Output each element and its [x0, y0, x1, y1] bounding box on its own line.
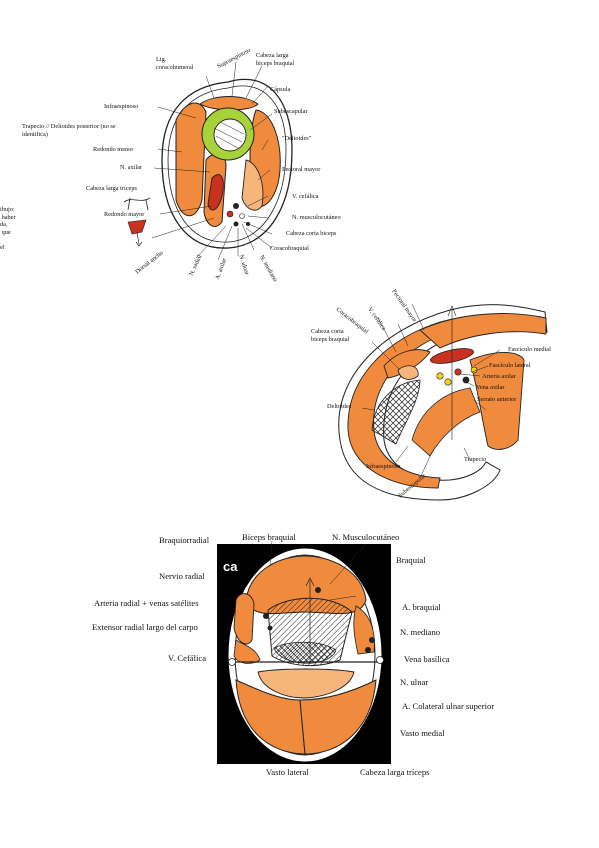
- fig2-label-arteria-axilar: Arteria axilar: [482, 373, 516, 380]
- fig3-overlay-text: ca: [223, 559, 238, 574]
- fig1-label-n-musculocutaneo: N. musculocutáneo: [292, 214, 341, 221]
- fig3-label-v-cefalica: V. Cefálica: [168, 653, 207, 663]
- fig3-label-braquial: Braquial: [396, 555, 426, 565]
- fig3-extensor: [233, 639, 261, 664]
- fig3-label-n-musculocutaneo: N. Musculocutáneo: [332, 532, 400, 542]
- fig1-vessel: [233, 203, 239, 209]
- fig1-vessel: [226, 210, 234, 218]
- fig2-label-fasciculo-lateral: Fascículo lateral: [489, 362, 531, 369]
- fig2-label-deltoides: Deltoides: [327, 403, 352, 410]
- fig3-label-vasto-lateral: Vasto lateral: [266, 767, 309, 777]
- fig3-label-biceps-braquial: Bíceps braquial: [242, 532, 296, 542]
- fig1-vessel: [246, 222, 250, 226]
- fig3-label-extensor-radial: Extensor radial largo del carpo: [92, 622, 198, 632]
- fig1-label-subescapular: Subescapular: [274, 108, 308, 115]
- fig1-label-cabeza-larga-triceps: Cabeza larga tríceps: [86, 185, 137, 192]
- fig1-left-fragment: ibujo: haber da, que el: [0, 206, 16, 251]
- fig1-vessel: [233, 221, 239, 227]
- fig2-nerve: [436, 372, 444, 380]
- fig1-label-lig-coracohumeral: Lig. coracohumeral: [156, 56, 194, 71]
- fig3-label-arteria-radial: Arteria radial + venas satélites: [94, 598, 199, 608]
- fig2-nerve: [470, 366, 478, 374]
- fig3-label-n-ulnar: N. ulnar: [400, 677, 429, 687]
- fig1-redondo-sketch: [127, 219, 147, 235]
- fig2-biceps-short: [397, 365, 419, 380]
- fig2-scapula: [371, 379, 421, 445]
- fig3-brachioradialis: [233, 593, 255, 645]
- fig2-nerve: [444, 378, 452, 386]
- fig1-label-infraespinoso: Infraespinoso: [104, 103, 139, 110]
- fig2-coracobraquial: [383, 349, 431, 379]
- fig2-label-serrato-anterior: Serrato anterior: [477, 396, 517, 403]
- fig2-label-fasciculo-medial: Fascículo medial: [508, 346, 551, 353]
- fig1-pectoral: [241, 159, 264, 211]
- fig3-label-cabeza-larga-triceps: Cabeza larga tríceps: [360, 767, 430, 777]
- fig1-vessel: [239, 213, 245, 219]
- fig2-serrato: [469, 352, 525, 450]
- fig3-right-compartment: [353, 605, 375, 655]
- fig2-label-trapecio: Trapecio: [464, 456, 487, 463]
- fig2-pectoral: [419, 313, 547, 349]
- fig1-label-capsula: Cápsula: [270, 86, 291, 93]
- fig1-label-coracobraquial: Coracobraquial: [270, 245, 309, 252]
- fig2-label-infraespinoso: Infraespinoso: [366, 463, 401, 470]
- fig3-humerus: [273, 641, 337, 664]
- fig1-label-deltoides: "Deltoides": [282, 135, 312, 142]
- fig1-label-cabeza-corta-biceps: Cabeza corta biceps: [286, 230, 337, 237]
- fig3-label-vasto-medial: Vasto medial: [400, 728, 445, 738]
- fig2-subescapular: [411, 387, 481, 457]
- fig2-artery: [454, 368, 462, 376]
- fig3-label-a-colateral: A. Colateral ulnar superior: [402, 701, 495, 711]
- fig1-label-n-axilar: N. axilar: [120, 164, 143, 171]
- fig1-inner-skin: [167, 85, 287, 243]
- fig1-muscle-top: [199, 96, 259, 111]
- fig3-label-braquiorradial: Braquiorradial: [159, 535, 210, 545]
- fig1-label-redondo-menor: Redondo menor: [93, 146, 134, 153]
- fig1-label-trapecio-deltoides: Trapecio // Deltoides posterior (no se i…: [22, 123, 116, 138]
- fig3-basilic-vein: [376, 656, 384, 664]
- fig2-vein: [462, 376, 470, 384]
- fig1-label-cabeza-larga-biceps: Cabeza larga biceps braquial: [256, 52, 295, 67]
- fig3-label-nervio-radial: Nervio radial: [159, 571, 205, 581]
- fig3-label-vena-basilica: Vena basílica: [404, 654, 450, 664]
- fig3-cephalic-vein: [228, 658, 236, 666]
- fig1-label-pectoral-mayor: Pectoral mayor: [282, 166, 321, 173]
- fig1-label-redondo-mayor: Redondo mayor: [104, 211, 145, 218]
- fig2-label-vena-axilar: Vena axilar: [476, 384, 505, 391]
- fig1-humeral-bone: [213, 118, 247, 152]
- fig1-triceps-sketch: [123, 197, 151, 211]
- fig3-triceps-medial: [257, 668, 355, 699]
- fig1-red-muscle: [207, 174, 224, 211]
- fig1-deltoid-left: [175, 102, 207, 217]
- fig3-label-a-braquial: A. braquial: [402, 602, 441, 612]
- fig3-triceps-long: [299, 679, 377, 755]
- fig3-label-n-mediano: N. mediano: [400, 627, 441, 637]
- fig1-label-v-cefalica: V. cefálica: [292, 193, 319, 200]
- fig2-label-cabeza-corta-biceps: Cabeza corta biceps braquial: [311, 328, 350, 343]
